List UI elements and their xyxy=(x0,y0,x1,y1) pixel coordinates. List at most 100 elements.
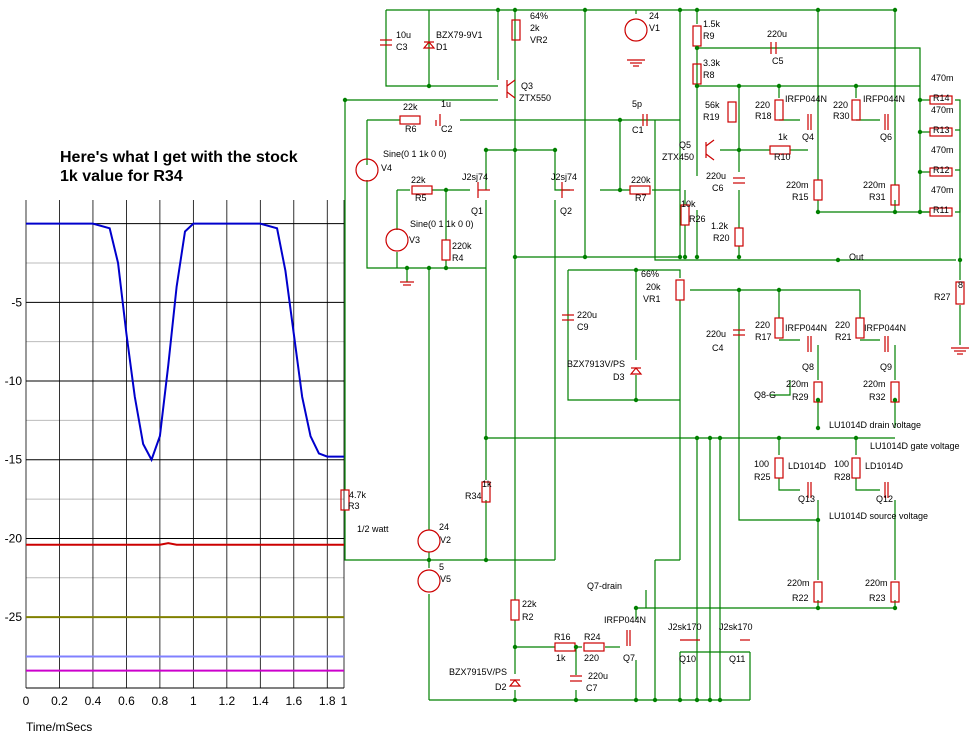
schematic-label: R8 xyxy=(703,70,715,80)
junction-dot xyxy=(483,435,489,441)
junction-dot xyxy=(617,187,623,193)
r6-body xyxy=(399,115,421,125)
circuit-wires xyxy=(344,9,961,701)
x-tick-label: 1 xyxy=(341,694,348,708)
schematic-label: R13 xyxy=(933,125,950,135)
plot-note: Here's what I get with the stock 1k valu… xyxy=(60,149,298,185)
y-tick-label: -15 xyxy=(5,453,23,467)
junction-dot xyxy=(342,97,348,103)
schematic-label: 56k xyxy=(705,100,720,110)
schematic-label: V3 xyxy=(409,235,420,245)
schematic-label: C7 xyxy=(586,683,598,693)
schematic-label: J2sk170 xyxy=(719,622,753,632)
schematic-label: 1k xyxy=(556,653,566,663)
schematic-label: ZTX550 xyxy=(519,93,551,103)
schematic-label: 5p xyxy=(632,99,642,109)
junction-dot xyxy=(776,435,782,441)
schematic-label: 220m xyxy=(865,578,888,588)
schematic-label: R14 xyxy=(933,93,950,103)
schematic-label: Q8 xyxy=(802,362,814,372)
schematic-label: Q5 xyxy=(679,140,691,150)
schematic-label: Q9 xyxy=(880,362,892,372)
schematic-label: 470m xyxy=(931,73,954,83)
junction-dot xyxy=(573,644,579,650)
junction-dot xyxy=(736,147,742,153)
junction-dot xyxy=(717,435,723,441)
schematic-label: VR1 xyxy=(643,294,661,304)
schematic-label: 220 xyxy=(835,320,850,330)
junction-dot xyxy=(677,697,683,703)
y-tick-label: -5 xyxy=(11,295,22,309)
schematic-label: VR2 xyxy=(530,35,548,45)
schematic-label: 22k xyxy=(403,102,418,112)
x-tick-label: 0.6 xyxy=(118,694,135,708)
schematic-label: LD1014D xyxy=(788,461,827,471)
schematic-label: 220 xyxy=(755,320,770,330)
junction-dot xyxy=(426,265,432,271)
schematic-label: 10k xyxy=(681,199,696,209)
junction-dot xyxy=(652,697,658,703)
x-tick-label: 0 xyxy=(23,694,30,708)
junction-dot xyxy=(776,83,782,89)
schematic-label: R12 xyxy=(933,165,950,175)
schematic-label: 100 xyxy=(834,459,849,469)
junction-dot xyxy=(495,7,501,13)
junction-dot xyxy=(694,697,700,703)
schematic-label: 470m xyxy=(931,145,954,155)
schematic-label: R18 xyxy=(755,111,772,121)
schematic-label: Q2 xyxy=(560,206,572,216)
schematic-label: 220 xyxy=(584,653,599,663)
schematic-label: R34 xyxy=(465,491,482,501)
junction-dot xyxy=(815,425,821,431)
junction-dot xyxy=(617,117,623,123)
schematic-label: Q6 xyxy=(880,132,892,142)
schematic-label: LD1014D xyxy=(865,461,904,471)
x-tick-label: 1 xyxy=(190,694,197,708)
schematic-label: 3.3k xyxy=(703,58,721,68)
series-line-1 xyxy=(26,222,344,463)
schematic-label: Sine(0 1 1k 0 0) xyxy=(383,149,447,159)
schematic-label: LU1014D gate voltage xyxy=(870,441,960,451)
schematic-label: 220u xyxy=(767,29,787,39)
x-tick-label: 0.8 xyxy=(152,694,169,708)
schematic-label: 220 xyxy=(833,100,848,110)
junction-dot xyxy=(917,209,923,215)
junction-dot xyxy=(426,83,432,89)
schematic-label: J2sj74 xyxy=(551,172,577,182)
schematic-label: V4 xyxy=(381,163,392,173)
schematic-label: 220u xyxy=(706,171,726,181)
schematic-label: 1k xyxy=(778,132,788,142)
junction-dot xyxy=(552,147,558,153)
schematic-label: R23 xyxy=(869,593,886,603)
schematic-label: Sine(0 1 1k 0 0) xyxy=(410,219,474,229)
junction-dot xyxy=(512,7,518,13)
schematic-label: C4 xyxy=(712,343,724,353)
junction-dot xyxy=(717,697,723,703)
circuit-junctions xyxy=(342,7,963,703)
schematic-label: 220u xyxy=(706,329,726,339)
circuit-components xyxy=(340,18,969,687)
schematic-label: BZX7913V/PS xyxy=(567,359,625,369)
schematic-label: IRFP044N xyxy=(864,323,906,333)
schematic-label: BZX7915V/PS xyxy=(449,667,507,677)
schematic-label: R32 xyxy=(869,392,886,402)
junction-dot xyxy=(443,187,449,193)
schematic-label: Q10 xyxy=(679,654,696,664)
schematic-label: C9 xyxy=(577,322,589,332)
schematic-label: R17 xyxy=(755,332,772,342)
junction-dot xyxy=(892,397,898,403)
junction-dot xyxy=(853,435,859,441)
schematic-label: C6 xyxy=(712,183,724,193)
junction-dot xyxy=(512,147,518,153)
schematic-label: 470m xyxy=(931,185,954,195)
schematic-label: BZX79-9V1 xyxy=(436,30,483,40)
junction-dot xyxy=(736,254,742,260)
junction-dot xyxy=(815,605,821,611)
junction-dot xyxy=(582,7,588,13)
schematic-label: J2sj74 xyxy=(462,172,488,182)
schematic-label: C3 xyxy=(396,42,408,52)
schematic-label: Q8-G xyxy=(754,390,776,400)
junction-dot xyxy=(426,557,432,563)
